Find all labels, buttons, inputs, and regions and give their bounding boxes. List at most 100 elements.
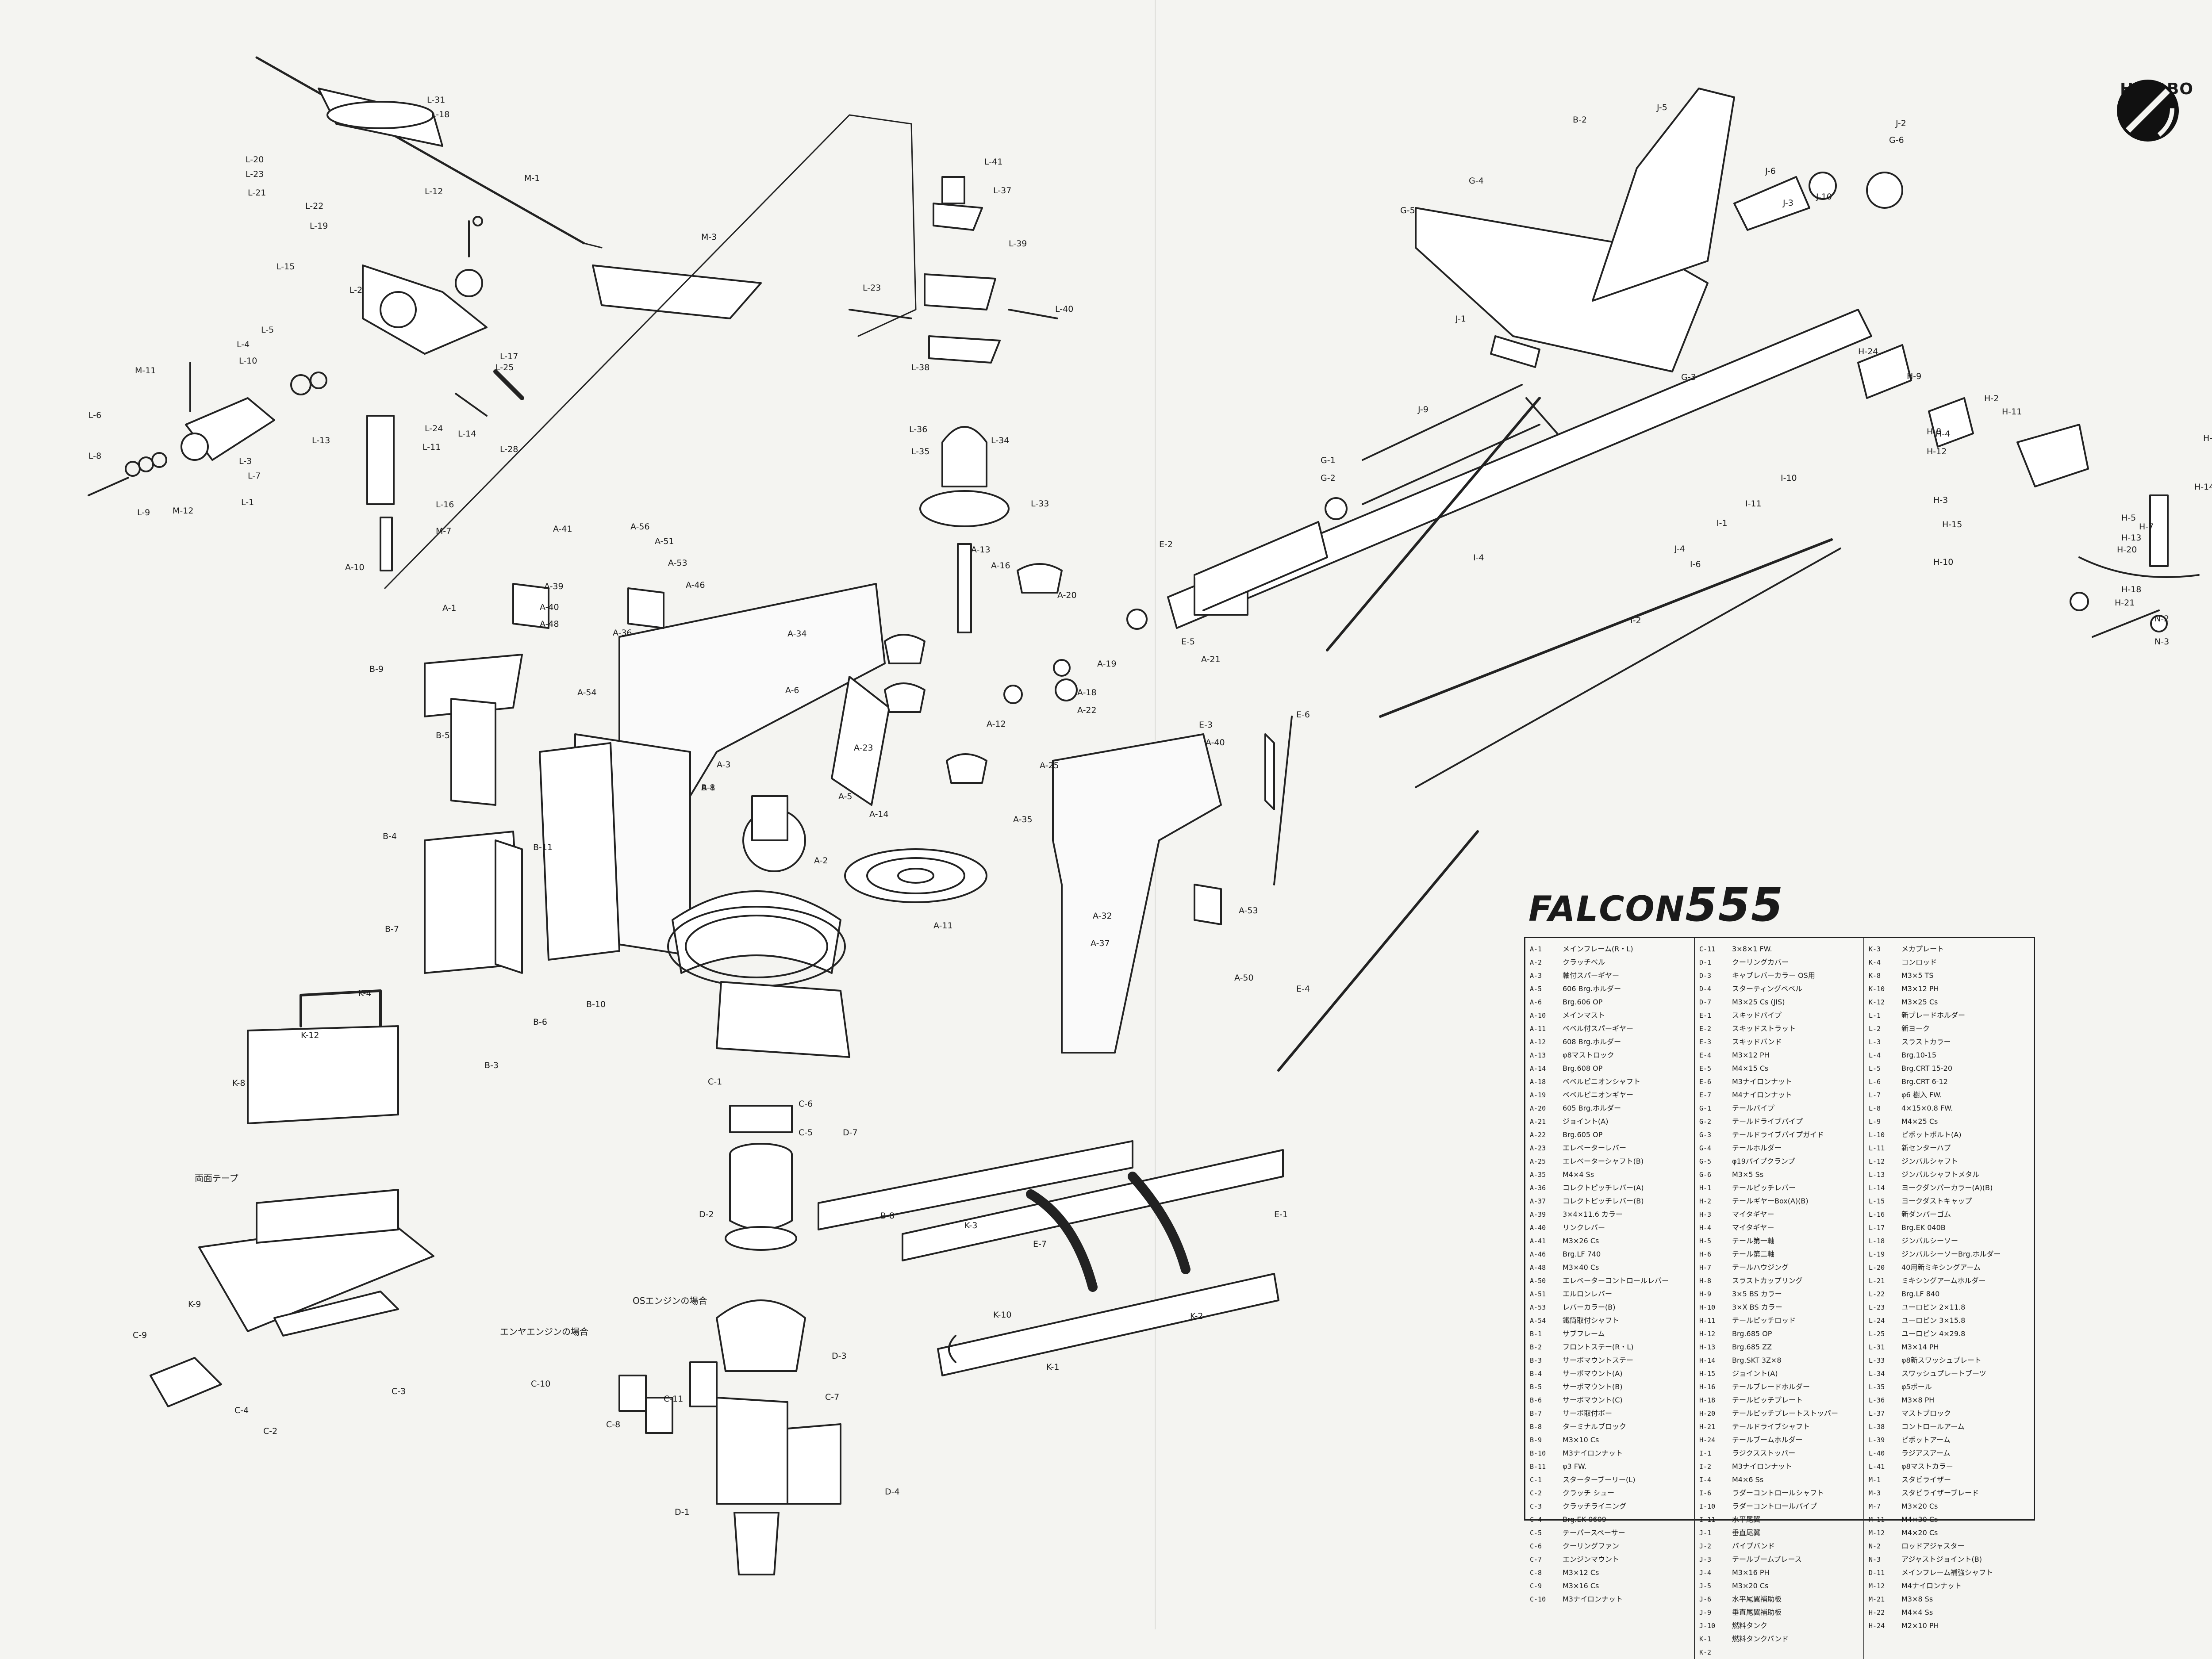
part-callout: C-3 <box>392 1387 406 1396</box>
part-callout: M-12 <box>173 506 194 516</box>
part-description: アジャストジョイント(B) <box>1901 1555 1982 1563</box>
part-code: M-21 <box>1869 1595 1885 1603</box>
part-callout: B-11 <box>533 843 553 852</box>
part-description: 軸付スパーギヤー <box>1563 971 1620 980</box>
part-description: サブフレーム <box>1563 1329 1605 1338</box>
part-callout: K-1 <box>1046 1362 1060 1372</box>
part-code: C-5 <box>1530 1529 1542 1537</box>
part-description: ジンバルシーソー <box>1901 1237 1959 1245</box>
part-callout: M-11 <box>135 366 156 375</box>
part-callout: N-2 <box>2154 614 2170 624</box>
part-callout: L-31 <box>427 95 445 105</box>
part-description: スワッシュプレートブーツ <box>1901 1369 1986 1378</box>
part-code: B-2 <box>1530 1343 1542 1351</box>
part-code: B-5 <box>1530 1383 1542 1391</box>
part-code: L-5 <box>1869 1065 1881 1073</box>
part-code: A-41 <box>1530 1237 1546 1245</box>
part-callout: I-10 <box>1781 473 1797 483</box>
part-callout: B-8 <box>880 1211 895 1221</box>
part-callout: L-8 <box>88 451 102 461</box>
part-callout: J-4 <box>1674 544 1685 554</box>
part-code: E-4 <box>1699 1051 1712 1059</box>
part-callout: L-4 <box>237 340 250 349</box>
part-description: M3×10 Cs <box>1563 1436 1599 1444</box>
part-code: B-1 <box>1530 1330 1542 1338</box>
part-code: C-11 <box>1699 945 1716 953</box>
part-code: D-1 <box>1699 958 1712 966</box>
part-code: L-21 <box>1869 1277 1885 1285</box>
part-callout: L-41 <box>984 157 1003 167</box>
part-callout: A-48 <box>540 619 559 629</box>
part-description: サーボマウントステー <box>1563 1356 1634 1364</box>
part-callout: N-3 <box>2154 637 2170 647</box>
part-callout: K-10 <box>993 1310 1012 1320</box>
part-callout: A-34 <box>787 629 807 639</box>
part-description: テールブレードホルダー <box>1732 1383 1810 1391</box>
engine-assembly <box>150 989 841 1575</box>
part-code: C-9 <box>1530 1582 1542 1590</box>
part-code: L-4 <box>1869 1051 1881 1059</box>
part-code: I-4 <box>1699 1476 1712 1484</box>
part-callout: L-14 <box>458 429 476 439</box>
part-callout: G-2 <box>1321 473 1336 483</box>
part-code: K-4 <box>1869 958 1881 966</box>
part-callout: L-7 <box>248 471 261 481</box>
part-description: テールブームブレース <box>1732 1555 1802 1563</box>
part-code: B-9 <box>1530 1436 1542 1444</box>
part-code: E-1 <box>1699 1011 1712 1019</box>
part-callout: A-54 <box>577 688 597 697</box>
part-callout: E-1 <box>1274 1210 1288 1219</box>
part-code: G-1 <box>1699 1104 1712 1112</box>
part-callout: L-28 <box>500 444 518 454</box>
part-callout: J-2 <box>1896 119 1906 128</box>
part-callout: I-4 <box>1473 553 1484 563</box>
part-description: ラダーコントロールパイプ <box>1732 1502 1817 1510</box>
part-code: K-8 <box>1869 972 1881 980</box>
part-code: L-19 <box>1869 1250 1885 1258</box>
part-description: メインマスト <box>1563 1011 1605 1019</box>
part-description: M3×8 PH <box>1901 1396 1935 1404</box>
part-callout: A-53 <box>1239 906 1258 916</box>
part-code: N-3 <box>1869 1556 1881 1563</box>
part-code: A-18 <box>1530 1078 1546 1086</box>
part-callout: B-10 <box>586 1000 606 1009</box>
part-code: H-14 <box>1699 1356 1716 1364</box>
part-description: テーパースペーサー <box>1563 1529 1625 1537</box>
part-description: 鐵筒取付シャフト <box>1563 1316 1620 1325</box>
part-callout: I-11 <box>1745 499 1762 509</box>
part-description: ベベルピニオンシャフト <box>1563 1077 1641 1086</box>
part-code: D-4 <box>1699 985 1712 993</box>
part-callout: L-18 <box>431 110 450 119</box>
part-description: 3×8×1 FW. <box>1732 945 1772 953</box>
part-callout: C-2 <box>263 1426 278 1436</box>
part-description: Brg.606 OP <box>1563 998 1603 1006</box>
part-code: D-7 <box>1699 998 1712 1006</box>
part-code: I-1 <box>1699 1449 1712 1457</box>
part-callout: A-41 <box>553 524 572 534</box>
part-description: スタビライザー <box>1901 1475 1951 1484</box>
part-description: Brg.CRT 6-12 <box>1901 1077 1948 1086</box>
part-callout: C-7 <box>825 1392 840 1402</box>
